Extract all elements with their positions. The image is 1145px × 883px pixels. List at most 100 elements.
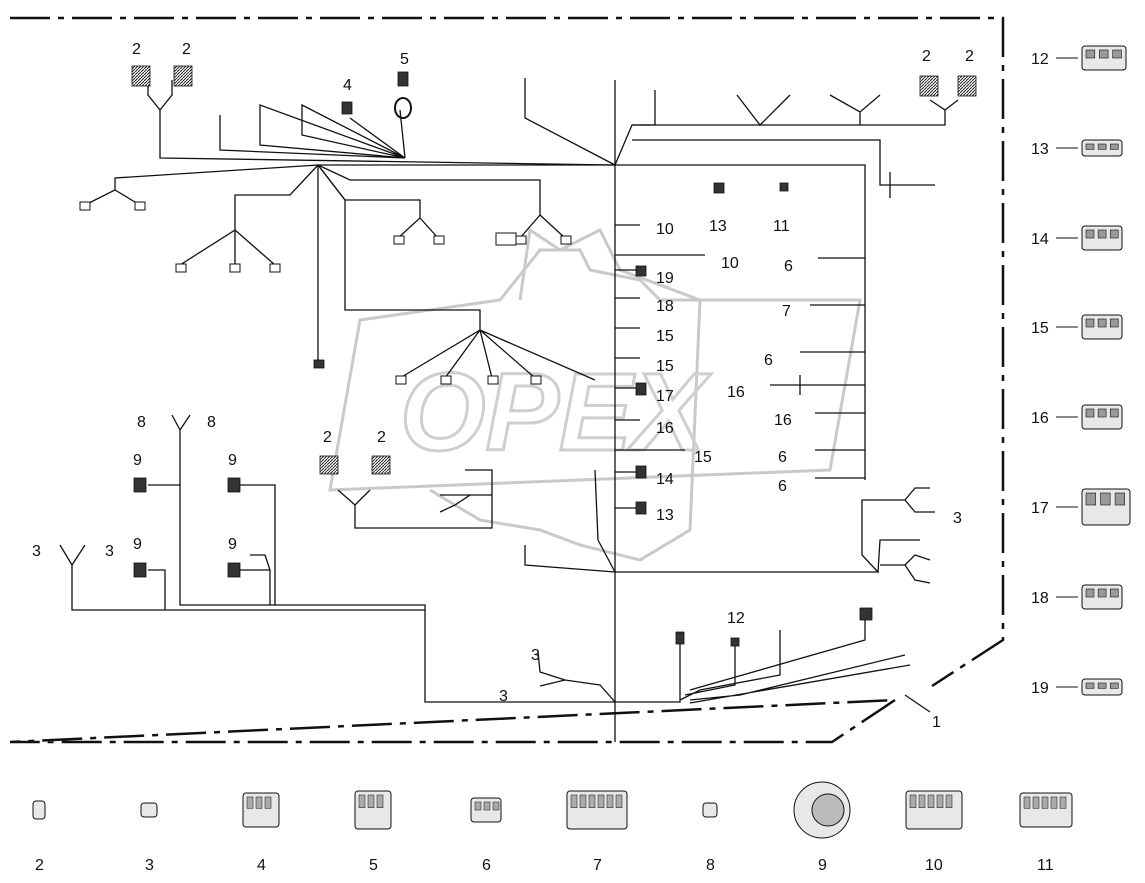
legend-right-column: 12 13 14 15 16 17 18 19 [1031,45,1131,697]
callout-number: 9 [133,536,142,553]
connector-13-icon [1081,139,1123,157]
legend-item-18: 18 [1031,584,1123,610]
legend-number: 10 [925,857,943,874]
legend-number: 4 [257,857,266,874]
connector-5-icon [354,790,392,830]
legend-number: 13 [1031,141,1049,158]
legend-number: 17 [1031,500,1049,517]
connector-7-icon [566,790,628,830]
callout-number: 9 [133,452,142,469]
legend-number: 15 [1031,320,1049,337]
wire-harness-lines [59,78,959,742]
plug-13 [635,501,647,515]
callout-number: 9 [228,452,237,469]
legend-item-3: 3 [140,802,158,874]
plug-17 [635,382,647,396]
legend-item-14: 14 [1031,225,1123,251]
hatched-plug [131,65,151,87]
callout-number: 8 [207,414,216,431]
legend-number: 3 [145,857,154,874]
round-connector-9-icon [793,781,851,839]
legend-number: 11 [1037,857,1054,874]
callout-number: 2 [922,48,931,65]
callout-number: 10 [656,221,674,238]
callout-number: 17 [656,388,674,405]
legend-item-6: 6 [470,797,502,874]
callout-number: 3 [105,543,114,560]
connector-16-icon [1081,404,1123,430]
callout-number: 15 [656,358,674,375]
hatched-plug [919,75,939,97]
module-box [495,232,517,246]
callout-number: 13 [656,507,674,524]
legend-item-19: 19 [1031,678,1123,697]
legend-item-7: 7 [566,790,628,874]
connector-3-icon [140,802,158,818]
hatched-plug [319,455,339,475]
legend-number: 14 [1031,231,1049,248]
plug [859,607,873,621]
hatched-plug [957,75,977,97]
callout-number: 16 [774,412,792,429]
plug-13 [713,182,725,194]
plug-9 [227,562,241,578]
grommet [394,97,412,119]
legend-number: 9 [818,857,827,874]
callout-number: 5 [400,51,409,68]
legend-item-2: 2 [32,800,46,874]
plug-9 [133,477,147,493]
plug-14 [635,465,647,479]
connector-10-icon [905,790,963,830]
legend-number: 7 [593,857,602,874]
legend-item-8: 8 [702,802,718,874]
legend-item-9: 9 [793,781,851,874]
callout-number: 2 [182,41,191,58]
hatched-plug [173,65,193,87]
plug-12 [730,637,740,647]
connector-14-icon [1081,225,1123,251]
callout-number: 6 [764,352,773,369]
connector-17-icon [1081,488,1131,526]
callout-number: 3 [531,647,540,664]
legend-item-4: 4 [242,792,280,874]
callout-number: 2 [323,429,332,446]
legend-item-17: 17 [1031,488,1131,526]
legend-number: 6 [482,857,491,874]
legend-number: 16 [1031,410,1049,427]
harness-callout-label: 1 [932,714,941,731]
legend-bottom-row: 2 3 4 5 6 7 8 9 10 11 [32,781,1073,874]
legend-number: 18 [1031,590,1049,607]
legend-number: 19 [1031,680,1049,697]
legend-number: 5 [369,857,378,874]
callout-number: 16 [656,420,674,437]
connector-12-icon [1081,45,1127,71]
callout-number: 3 [32,543,41,560]
connector-6-icon [470,797,502,823]
plug-9 [133,562,147,578]
callout-number: 3 [499,688,508,705]
callout-number: 4 [343,77,352,94]
plug [313,359,325,369]
callout-number: 6 [778,478,787,495]
harness-boundary-frame [9,16,1005,744]
callout-number: 9 [228,536,237,553]
connector-18-icon [1081,584,1123,610]
legend-item-15: 15 [1031,314,1123,340]
callout-number: 8 [137,414,146,431]
callout-number: 2 [132,41,141,58]
callout-number: 10 [721,255,739,272]
opex-watermark: OPEX [328,227,862,562]
legend-item-11: 11 [1019,792,1073,874]
legend-item-13: 13 [1031,139,1123,158]
legend-item-5: 5 [354,790,392,874]
callout-number: 16 [727,384,745,401]
callout-number: 18 [656,298,674,315]
plug-4 [341,101,353,115]
legend-number: 2 [35,857,44,874]
callout-number: 14 [656,471,674,488]
connector-11-icon [1019,792,1073,828]
connector-15-icon [1081,314,1123,340]
legend-number: 12 [1031,51,1049,68]
callout-number: 6 [784,258,793,275]
